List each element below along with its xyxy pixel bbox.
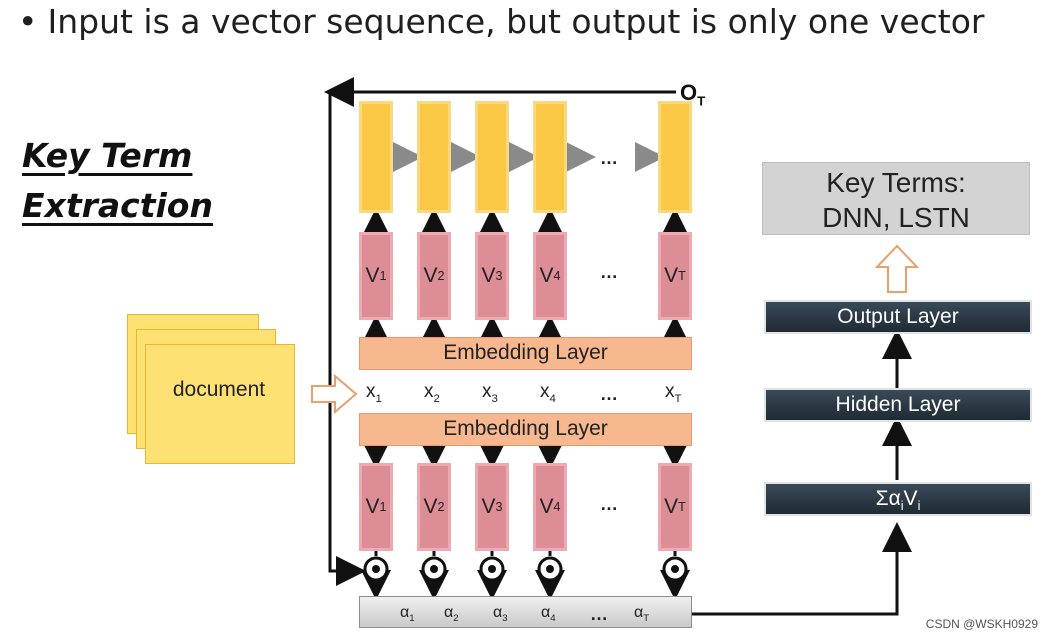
output-layer-box: Output Layer (764, 300, 1032, 334)
hidden-layer-box: Hidden Layer (764, 388, 1032, 422)
alpha-3: α3 (493, 604, 508, 625)
document-label: document (172, 378, 266, 401)
x-label-1: x1 (366, 381, 382, 405)
key-terms-values: DNN, LSTN (822, 202, 970, 233)
weighted-sum-box: ΣαiVi (764, 482, 1032, 516)
rnn-cell-4 (533, 101, 567, 213)
x-label-3: x3 (482, 381, 498, 405)
o-base: O (680, 80, 698, 105)
x-ellipsis: … (600, 384, 619, 404)
alpha-4: α4 (541, 604, 556, 625)
alpha-1: α1 (400, 604, 415, 625)
extraction-label: Extraction (22, 186, 213, 225)
watermark: CSDN @WSKH0929 (925, 617, 1038, 631)
slide-heading: •Input is a vector sequence, but output … (18, 2, 984, 41)
bullet: • (18, 2, 38, 41)
rnn-cell-T (658, 101, 692, 213)
v-bottom-ellipsis: … (600, 494, 619, 514)
document-sheet-front (145, 344, 295, 464)
o-sub: T (697, 93, 706, 109)
x-label-4: x4 (540, 381, 556, 405)
embedding-layer-bottom: Embedding Layer (359, 413, 692, 446)
attention-weights-bar (359, 596, 692, 628)
output-o-label: OT (680, 80, 705, 108)
rnn-cell-1 (359, 101, 393, 213)
rnn-cell-3 (475, 101, 509, 213)
key-terms-box: Key Terms: DNN, LSTN (762, 162, 1030, 235)
alpha-ellipsis: … (590, 604, 609, 624)
x-label-2: x2 (424, 381, 440, 405)
alpha-T: αT (634, 604, 650, 625)
key-term-label: Key Term (22, 136, 193, 175)
rnn-cell-2 (417, 101, 451, 213)
rnn-ellipsis: … (600, 148, 619, 168)
embedding-layer-top: Embedding Layer (359, 337, 692, 370)
x-label-T: xT (665, 381, 682, 405)
key-terms-title: Key Terms: (826, 167, 966, 198)
alpha-2: α2 (444, 604, 459, 625)
v-top-ellipsis: … (600, 262, 619, 282)
heading-text: Input is a vector sequence, but output i… (47, 2, 985, 41)
